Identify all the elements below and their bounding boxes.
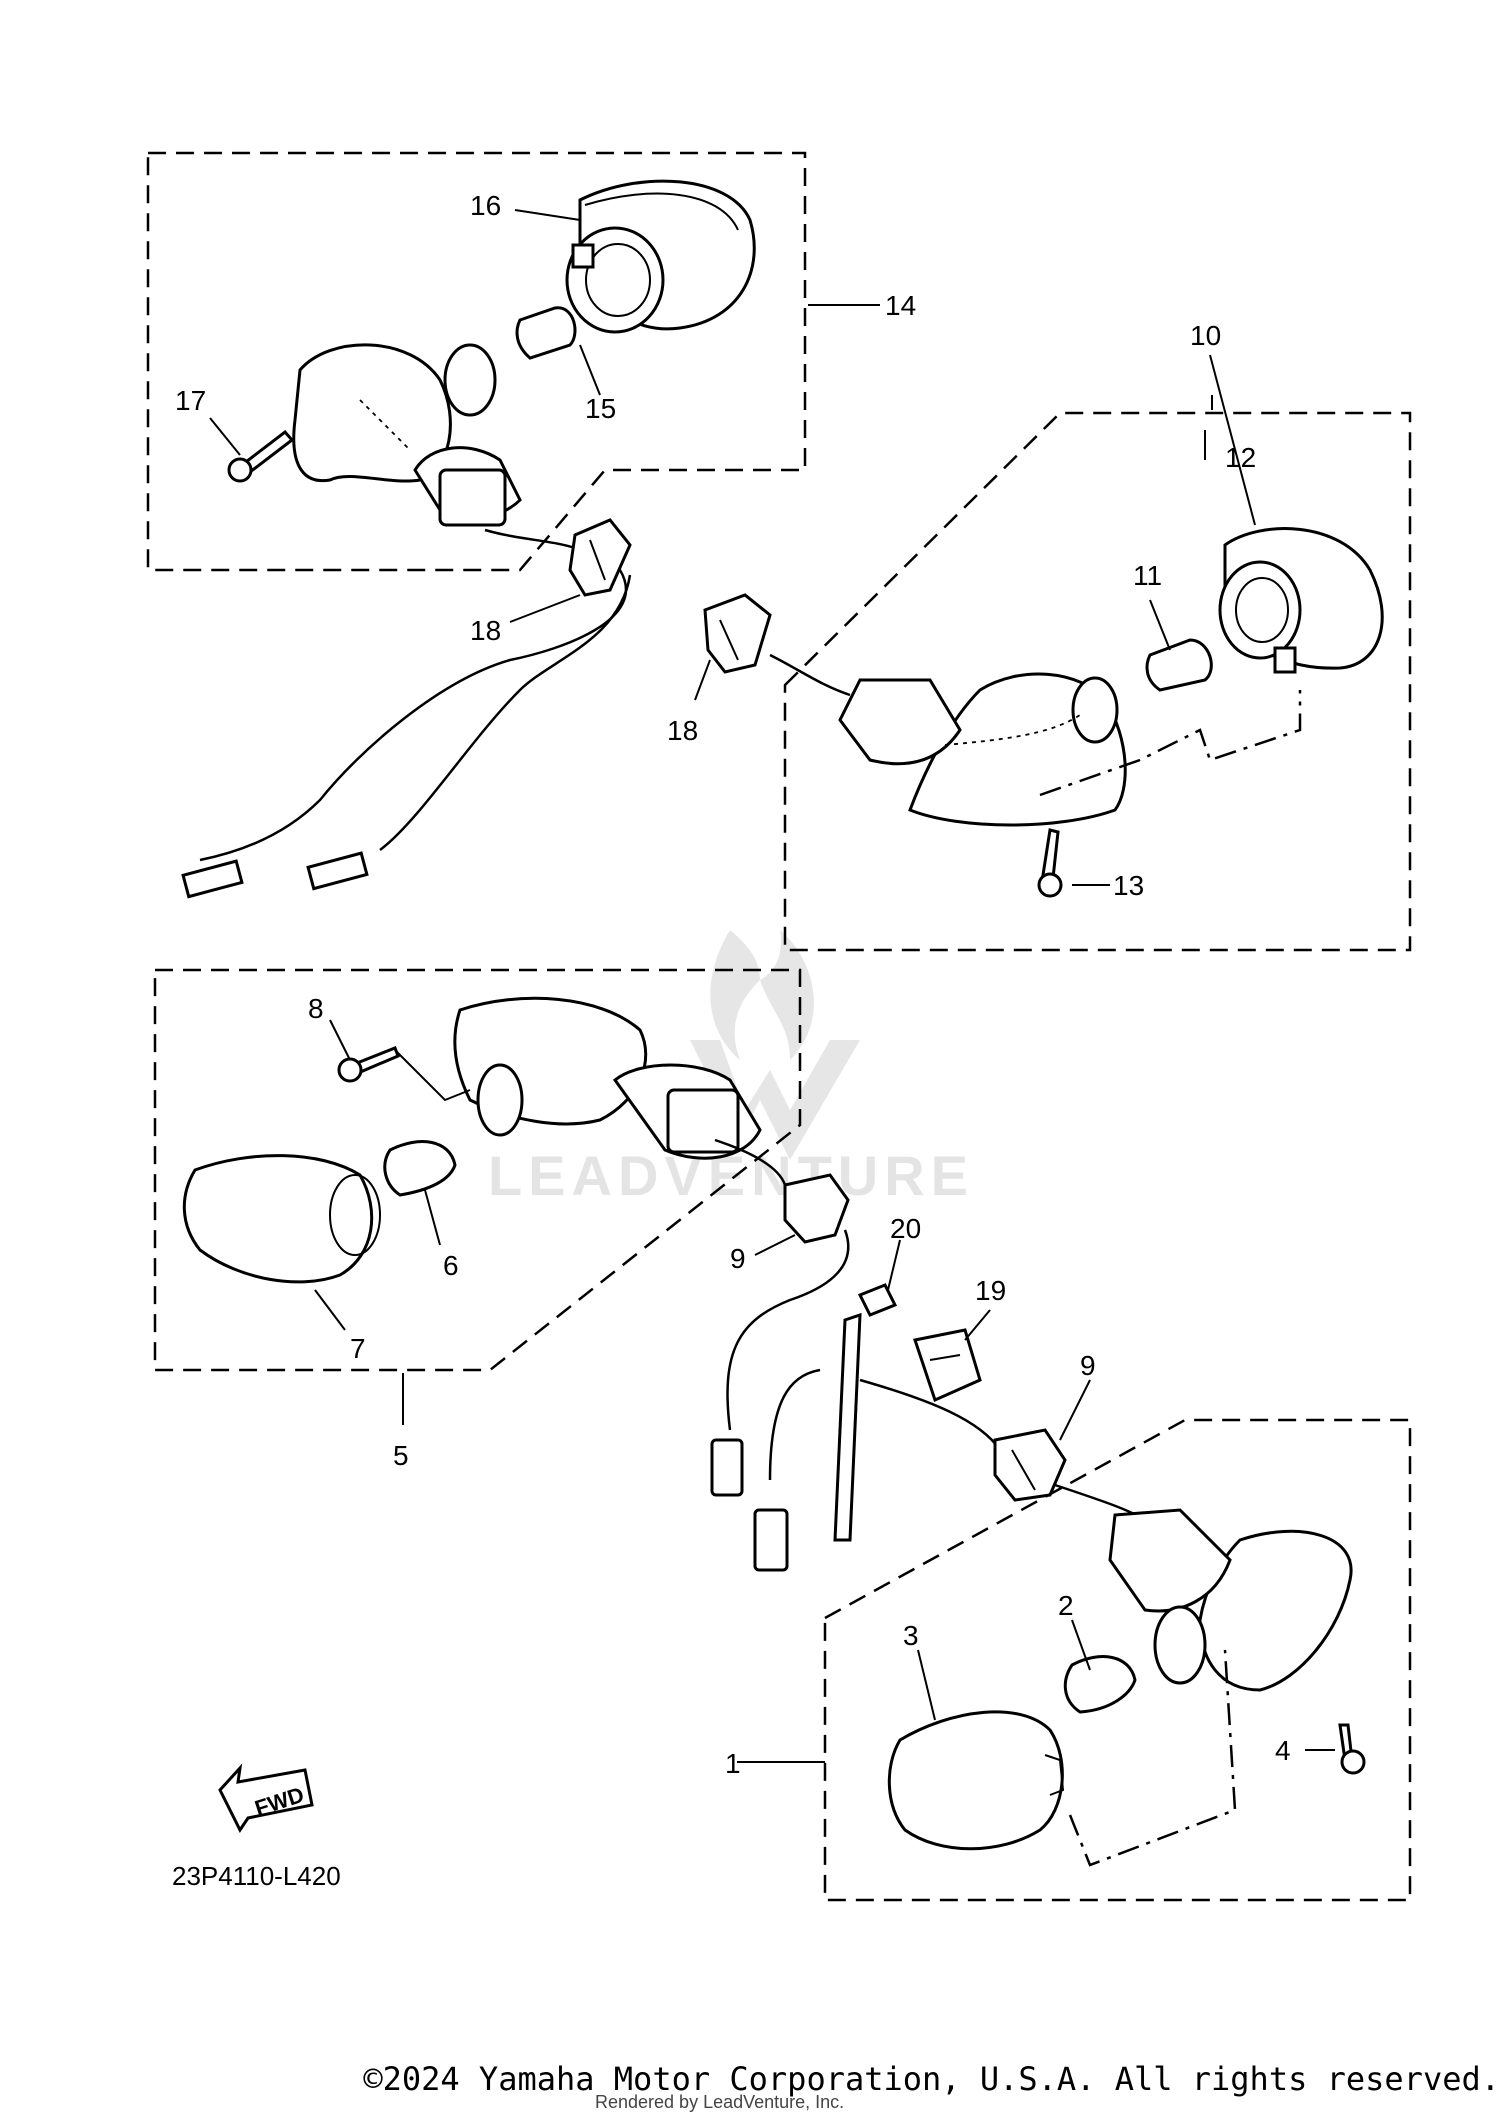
callout-18-left: 18 (470, 615, 501, 646)
coupler-9-upper (710, 1138, 850, 1572)
callout-6: 6 (443, 1250, 459, 1281)
callout-15: 15 (585, 393, 616, 424)
callout-labels: 1 2 3 4 5 6 7 8 9 9 10 11 12 13 14 15 16… (175, 190, 1291, 1779)
callout-17: 17 (175, 385, 206, 416)
callout-8: 8 (308, 993, 324, 1024)
assembly-1-rear-right-flasher (823, 1418, 1412, 1902)
copyright-notice: ©2024 Yamaha Motor Corporation, U.S.A. A… (363, 2060, 1500, 2098)
callout-9-lower: 9 (1080, 1350, 1096, 1381)
callout-16: 16 (470, 190, 501, 221)
callout-2: 2 (1058, 1590, 1074, 1621)
callout-1: 1 (725, 1748, 741, 1779)
rendered-by-credit: Rendered by LeadVenture, Inc. (595, 2092, 845, 2112)
cable-tie-20 (833, 1283, 898, 1542)
wire-clip-19 (859, 1328, 1002, 1451)
assembly-10-front-right-flasher (783, 411, 1412, 952)
callout-9-upper: 9 (730, 1243, 746, 1274)
callout-18-center: 18 (667, 715, 698, 746)
coupler-18-center (703, 593, 851, 697)
callout-3: 3 (903, 1620, 919, 1651)
callout-19: 19 (975, 1275, 1006, 1306)
callout-13: 13 (1113, 870, 1144, 901)
callout-14: 14 (885, 290, 916, 321)
leader-lines (209, 209, 1335, 1763)
coupler-18-left (181, 518, 632, 899)
callout-20: 20 (890, 1213, 921, 1244)
coupler-9-lower (993, 1428, 1146, 1522)
callout-7: 7 (350, 1333, 366, 1364)
callout-5: 5 (393, 1440, 409, 1471)
diagram-code: 23P4110-L420 (172, 1861, 341, 1891)
assembly-5-front-left-flasher (153, 968, 802, 1372)
callout-12: 12 (1225, 442, 1256, 473)
callout-11: 11 (1133, 560, 1162, 591)
callout-4: 4 (1275, 1735, 1291, 1766)
callout-10: 10 (1190, 320, 1221, 351)
assembly-14-rear-left-flasher (146, 151, 807, 572)
fwd-arrow-icon: FWD (218, 1763, 314, 1833)
leadventure-watermark: LEADVENTURE (488, 930, 968, 1207)
